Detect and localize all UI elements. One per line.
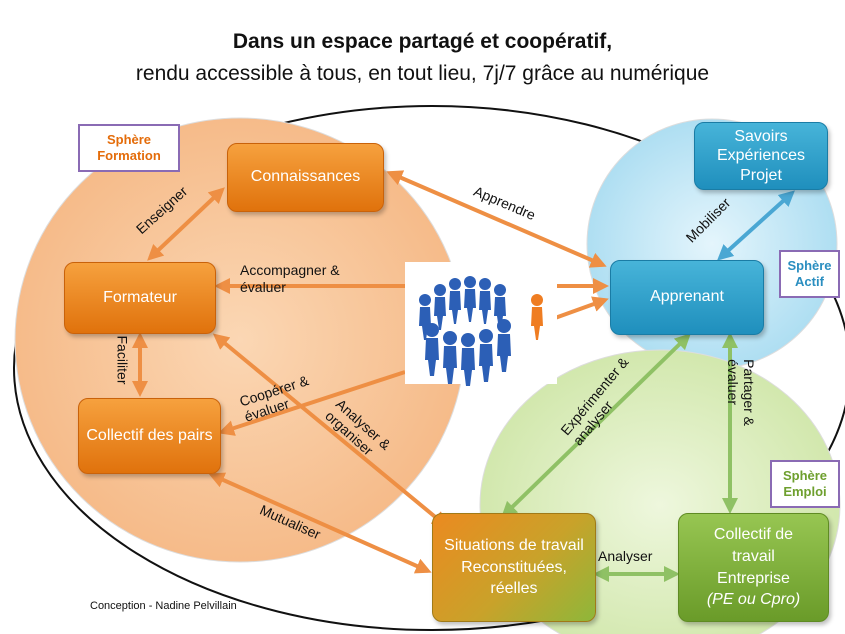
- collectif-travail-note: (PE ou Cpro): [706, 591, 801, 609]
- label-analyser: Analyser: [598, 548, 653, 564]
- node-savoirs: Savoirs Expériences Projet: [694, 122, 828, 190]
- sphere-formation-tag: Sphère Formation: [78, 124, 180, 172]
- arrow-experimenter: [501, 333, 691, 518]
- label-accompagner: Accompagner & évaluer: [240, 262, 340, 295]
- arrow-apprendre: [386, 170, 607, 268]
- outer-ellipse: [13, 105, 845, 631]
- arrow-people-apprenant-2: [554, 296, 609, 320]
- arrow-mobiliser: [717, 190, 795, 261]
- node-apprenant: Apprenant: [610, 260, 764, 335]
- label-partager: Partager & évaluer: [725, 359, 758, 427]
- node-situations: Situations de travail Reconstituées, rée…: [432, 513, 596, 622]
- credit-text: Conception - Nadine Pelvillain: [90, 600, 237, 612]
- node-collectif-travail: Collectif de travail Entreprise (PE ou C…: [678, 513, 829, 622]
- sphere-actif-tag: Sphère Actif: [779, 250, 840, 298]
- sphere-emploi-tag: Sphère Emploi: [770, 460, 840, 508]
- node-formateur: Formateur: [64, 262, 216, 334]
- arrow-mutualiser: [208, 472, 432, 574]
- title-line-1: Dans un espace partagé et coopératif,: [232, 30, 613, 53]
- node-collectif-pairs: Collectif des pairs: [78, 398, 221, 474]
- title-line-2: rendu accessible à tous, en tout lieu, 7…: [135, 62, 710, 85]
- arrow-enseigner: [147, 187, 225, 261]
- node-connaissances: Connaissances: [227, 143, 384, 212]
- people-circle-icon: [405, 262, 557, 386]
- label-faciliter: Faciliter: [114, 335, 131, 385]
